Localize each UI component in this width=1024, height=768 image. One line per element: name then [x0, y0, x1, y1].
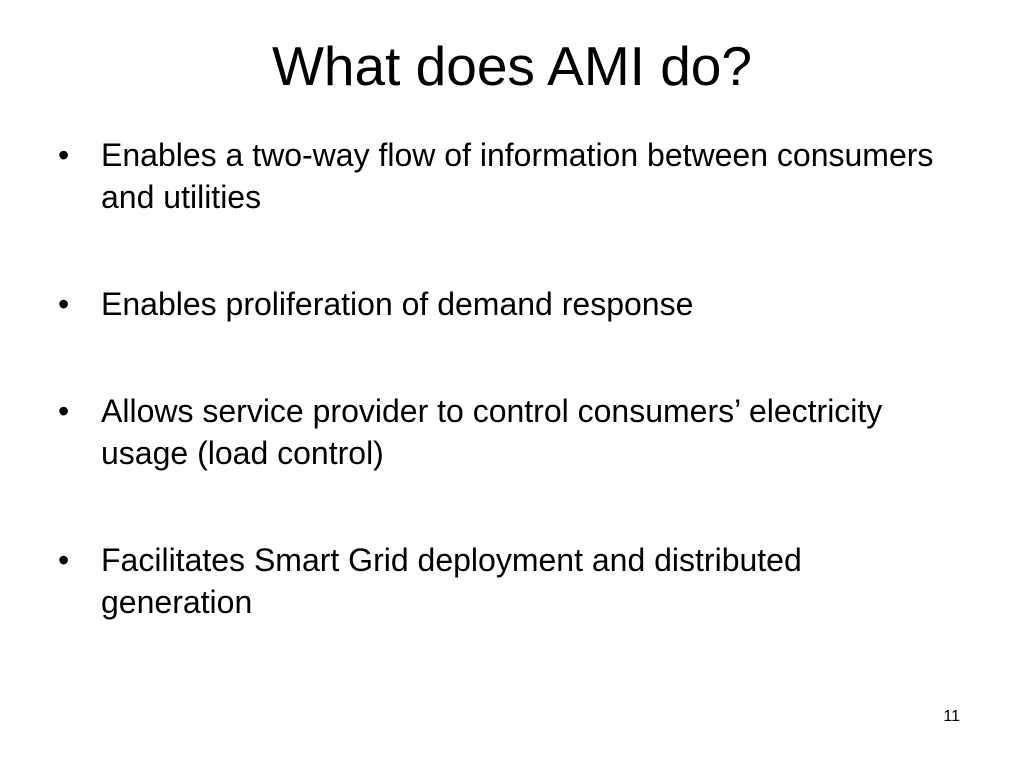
bullet-item: • Enables proliferation of demand respon… [58, 283, 958, 325]
bullet-item: • Enables a two-way flow of information … [58, 134, 958, 218]
bullet-icon: • [58, 137, 70, 173]
page-number: 11 [943, 708, 960, 725]
bullet-text: Enables a two-way flow of information be… [101, 137, 934, 215]
bullet-text: Enables proliferation of demand response [101, 286, 694, 322]
bullet-text: Facilitates Smart Grid deployment and di… [101, 542, 802, 620]
bullet-item: • Allows service provider to control con… [58, 390, 958, 474]
bullet-icon: • [58, 393, 70, 429]
bullet-list: • Enables a two-way flow of information … [58, 134, 958, 688]
bullet-icon: • [58, 542, 70, 578]
bullet-icon: • [58, 286, 70, 322]
slide-title: What does AMI do? [272, 35, 752, 97]
bullet-item: • Facilitates Smart Grid deployment and … [58, 539, 958, 623]
bullet-text: Allows service provider to control consu… [101, 393, 883, 471]
